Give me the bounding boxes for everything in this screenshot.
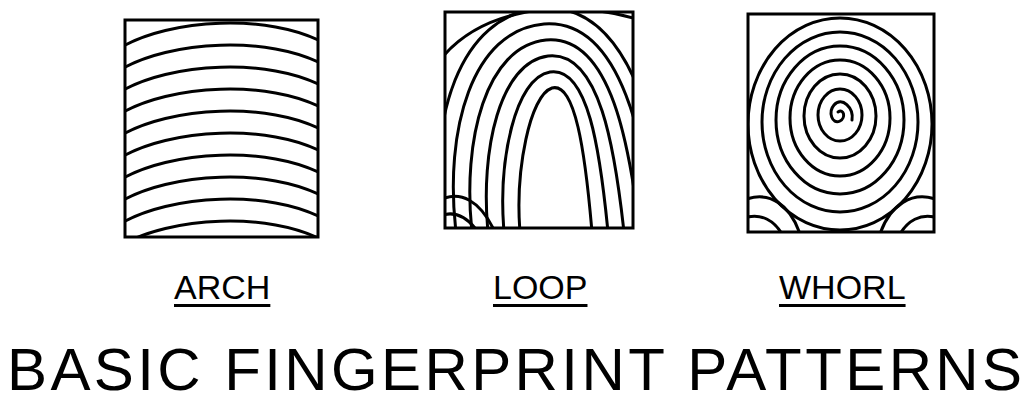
pattern-box	[445, 12, 633, 228]
whorl-pattern	[748, 18, 934, 232]
arch-pattern	[125, 23, 318, 237]
pattern-label: WHORL	[779, 270, 906, 304]
loop-pattern	[445, 12, 633, 228]
pattern-label: ARCH	[174, 270, 270, 304]
pattern-label: LOOP	[493, 270, 587, 304]
pattern-box	[125, 20, 318, 237]
diagram-title: BASIC FINGERPRINT PATTERNS	[7, 340, 1026, 400]
pattern-box	[748, 14, 934, 232]
